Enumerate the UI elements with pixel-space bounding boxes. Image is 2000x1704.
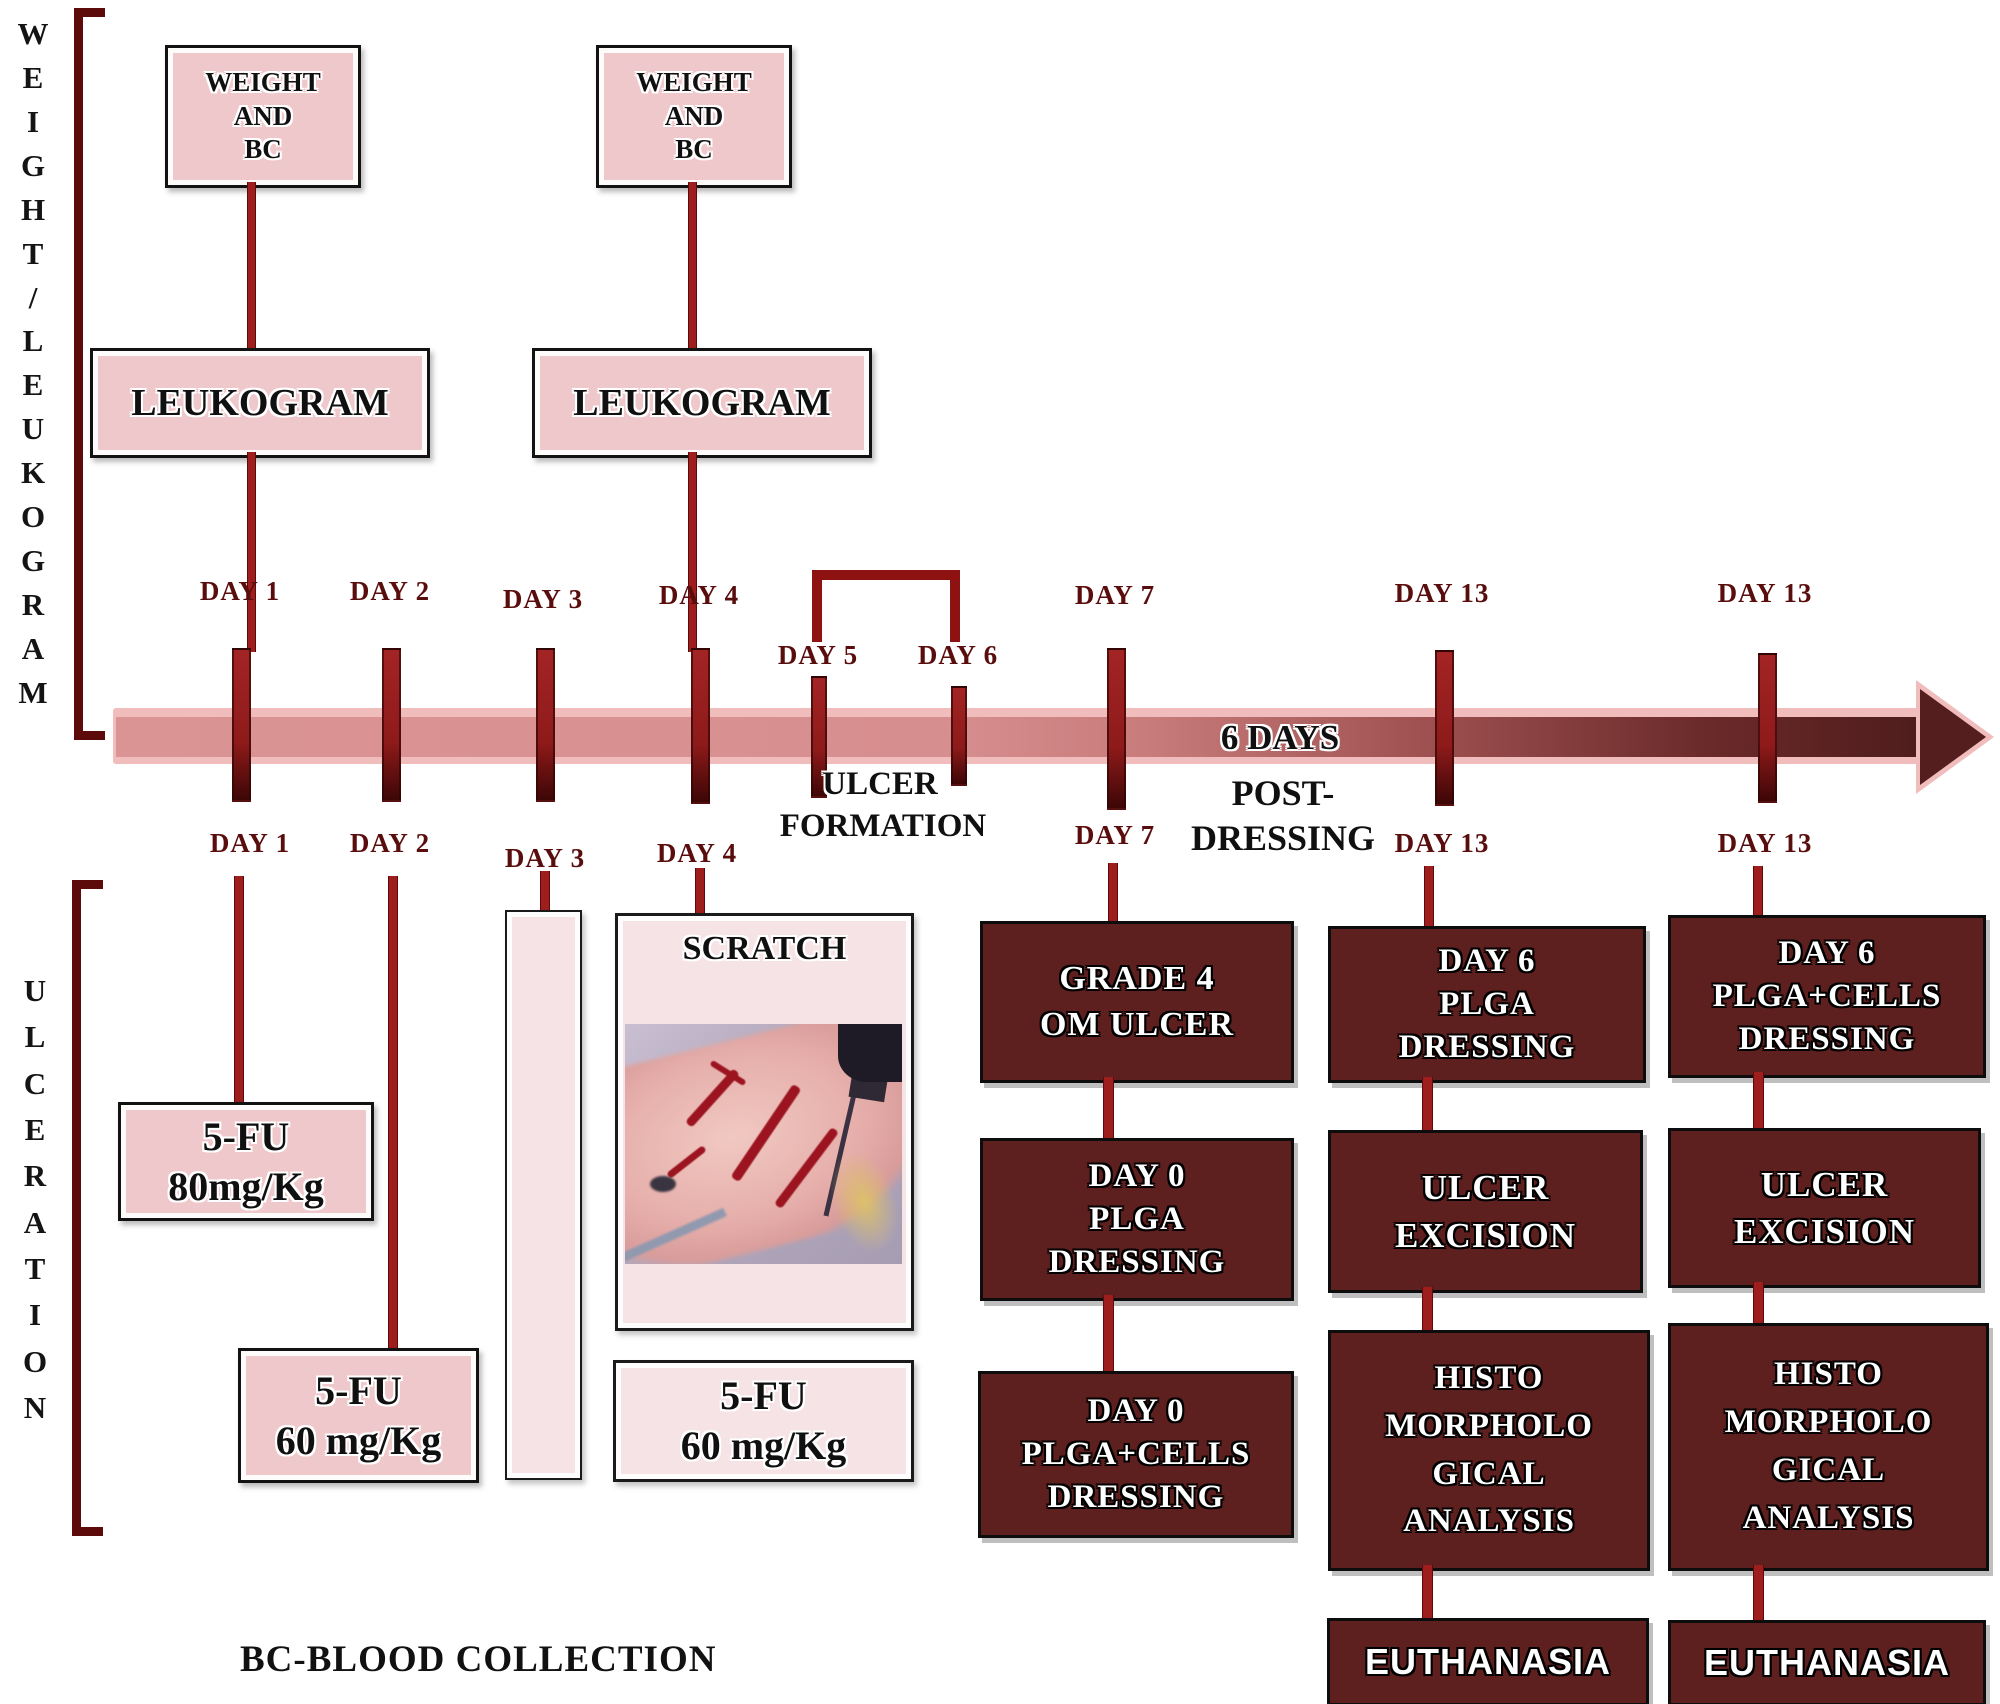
tick-day-6 [951,686,967,786]
leukogram-text-1: LEUKOGRAM [131,382,389,424]
connector-day3-box [540,871,550,911]
connector-leukogram-timeline-2 [688,452,697,652]
ulcer-label: ULCER [822,766,938,802]
scratch-box: SCRATCH [615,913,914,1331]
day-label-bottom-3: DAY 3 [504,843,586,873]
scratch-photo [625,1024,902,1264]
day-label-top-13b: DAY 13 [1717,578,1813,608]
six-days-label: 6 DAYS [1220,718,1340,757]
leukogram-text-2: LEUKOGRAM [573,382,831,424]
dressing-label: DRESSING [1190,818,1376,858]
day-label-bottom-4: DAY 4 [656,838,738,868]
day-label-top-3: DAY 3 [502,584,584,614]
box-euthanasia-cells: EUTHANASIA [1668,1620,1986,1704]
leukogram-box-1: LEUKOGRAM [90,348,430,458]
day-label-bottom-2: DAY 2 [349,828,431,858]
connector-day13b-flow [1753,866,1763,916]
connector-day1-fu80 [234,876,244,1102]
timeline-band-inner [116,717,1922,757]
connector-day6plga-excision [1422,1077,1433,1130]
euthanasia-cells-text: EUTHANASIA [1703,1642,1950,1683]
connector-day6cells-excision [1753,1072,1764,1128]
scratch-text: SCRATCH [682,930,847,967]
connector-day4-scratch [695,868,705,914]
photo-instrument-head [838,1024,902,1082]
tick-day-3 [536,648,555,802]
formation-label: FORMATION [779,808,987,844]
connector-grade4-plga [1103,1077,1114,1138]
tick-day-2 [382,648,401,802]
connector-excision-histo-cells [1753,1282,1764,1323]
day-label-bottom-13a: DAY 13 [1394,828,1490,858]
timeline-arrowhead [1920,689,1986,785]
euthanasia-plga-text: EUTHANASIA [1364,1641,1611,1682]
connector-plga-plgacells [1103,1295,1114,1371]
connector-weight-leukogram-1 [247,182,256,348]
connector-histo-euthanasia-plga [1422,1565,1433,1618]
day-label-bottom-7: DAY 7 [1074,820,1156,850]
day-label-top-7: DAY 7 [1074,580,1156,610]
post-label: POST- [1231,773,1335,813]
connector-day7-grade4 [1108,863,1118,921]
day-label-top-13a: DAY 13 [1394,578,1490,608]
connector-leukogram-timeline-1 [247,452,256,652]
day-label-bottom-1: DAY 1 [209,828,291,858]
tick-day-13a [1435,650,1454,806]
connector-weight-leukogram-2 [688,182,697,348]
tick-day-13b [1758,653,1777,803]
bracket-weight-leukogram [74,8,105,740]
connector-histo-euthanasia-cells [1753,1565,1764,1620]
day-label-top-4: DAY 4 [658,580,740,610]
connector-day13a-flow [1424,866,1434,926]
day-label-top-6: DAY 6 [917,640,999,670]
tick-day-1 [232,648,251,802]
day3-tall-box [505,910,582,1480]
connector-day2-fu60 [388,876,398,1348]
tick-day-5 [811,676,827,798]
leukogram-box-2: LEUKOGRAM [532,348,872,458]
photo-dark-speck [649,1176,676,1192]
bracket-ulceration [72,880,103,1536]
footnote-bc-blood-collection: BC-BLOOD COLLECTION [240,1639,717,1680]
ulcer-formation-bracket [812,570,960,642]
day-label-bottom-13b: DAY 13 [1717,828,1813,858]
tick-day-4 [691,648,710,804]
day-label-top-1: DAY 1 [199,576,281,606]
connector-excision-histo-plga [1422,1287,1433,1330]
tick-day-7 [1107,648,1126,810]
day-label-top-5: DAY 5 [777,640,859,670]
day-label-top-2: DAY 2 [349,576,431,606]
box-euthanasia-plga: EUTHANASIA [1327,1618,1649,1704]
